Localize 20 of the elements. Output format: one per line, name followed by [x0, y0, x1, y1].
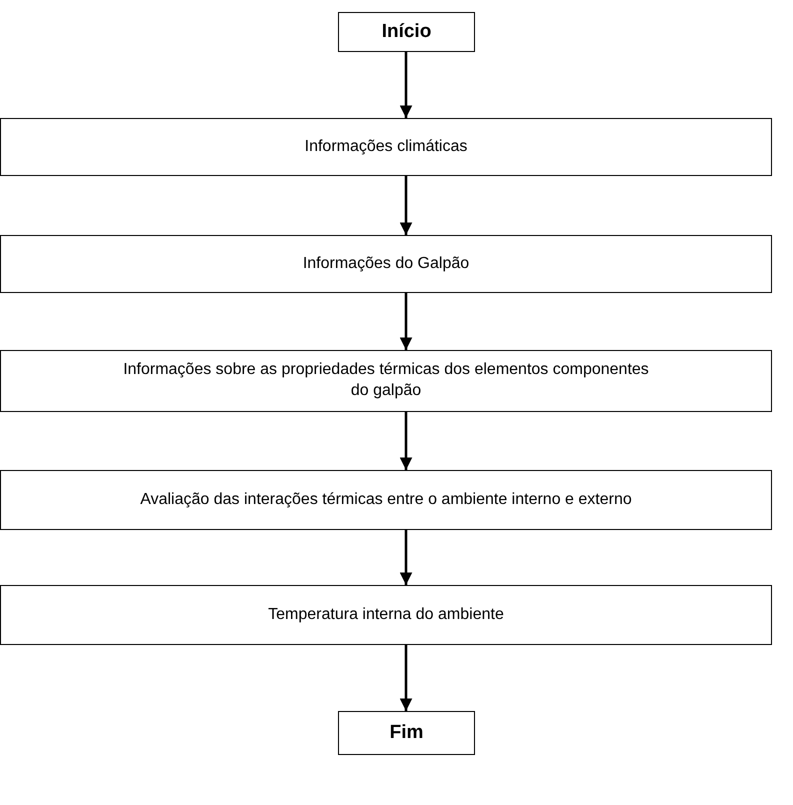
arrow: [400, 176, 412, 235]
terminal-box: [338, 12, 475, 52]
box-label: Informações sobre as propriedades térmicas dos elementos componentes do galpão: [122, 360, 650, 401]
arrow: [400, 530, 412, 585]
box-label: Temperatura interna do ambiente: [268, 604, 504, 625]
box-label: Fim: [390, 720, 424, 745]
box-label: Informações do Galpão: [302, 254, 470, 274]
box-label: Início: [382, 20, 432, 44]
terminal-box: [338, 711, 475, 755]
process-box: [0, 350, 772, 412]
box-label: Informações climáticas: [304, 136, 468, 157]
arrow: [400, 412, 412, 470]
arrow: [400, 645, 412, 711]
process-box: [0, 585, 772, 645]
box-label: Avaliação das interações térmicas entre o ambiente interno e externo: [140, 490, 632, 510]
process-box: [0, 235, 772, 293]
arrow: [400, 293, 412, 350]
arrow: [400, 52, 412, 118]
process-box: [0, 118, 772, 176]
process-box: [0, 470, 772, 530]
